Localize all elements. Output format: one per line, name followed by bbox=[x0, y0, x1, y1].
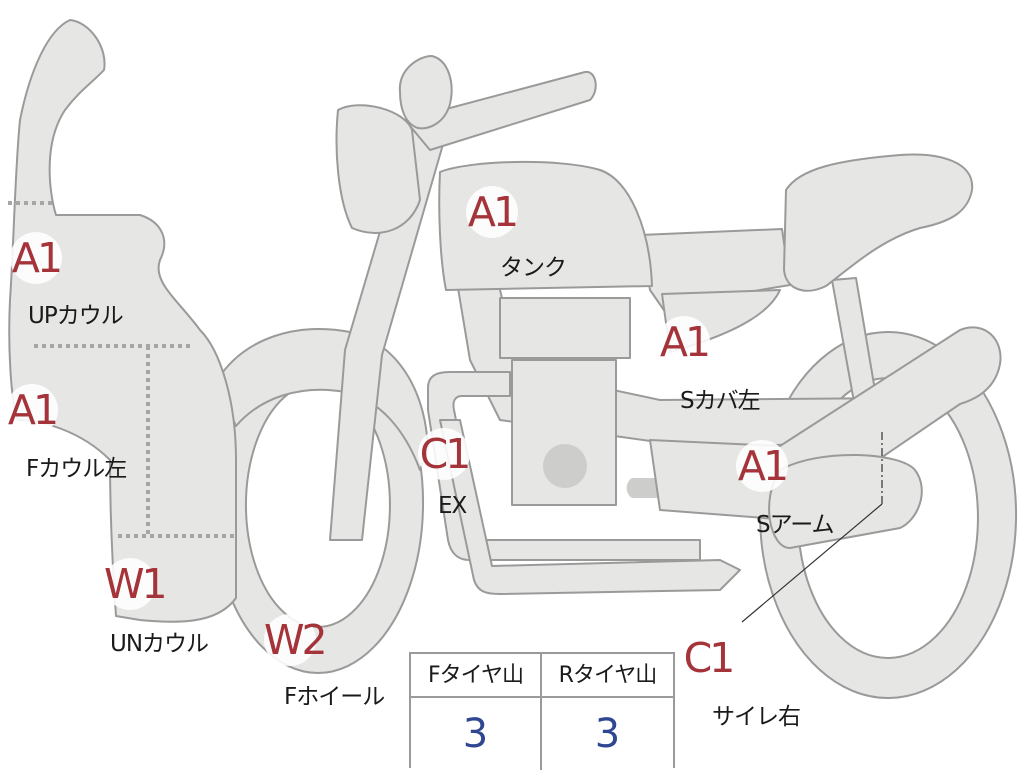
silencer bbox=[768, 453, 923, 549]
rear-tread-value: 3 bbox=[594, 711, 621, 757]
code-scover-left: A1 bbox=[658, 316, 711, 368]
label-silencer-right: サイレ右 bbox=[712, 704, 801, 730]
code-silencer-right: C1 bbox=[682, 632, 735, 684]
label-ex: EX bbox=[438, 493, 467, 519]
code-ex: C1 bbox=[418, 428, 471, 480]
seat bbox=[783, 153, 974, 292]
code-tank: A1 bbox=[466, 186, 519, 238]
label-uncowl: UNカウル bbox=[110, 631, 209, 657]
exhaust-pipe-lower bbox=[439, 419, 741, 595]
label-tank: タンク bbox=[500, 255, 567, 281]
silencer-leader bbox=[741, 503, 883, 623]
rear-tread-header: Rタイヤ山 bbox=[542, 654, 673, 698]
label-fcowl-left: Fカウル左 bbox=[26, 456, 127, 482]
handlebar bbox=[404, 70, 597, 151]
front-tread-header: Fタイヤ山 bbox=[411, 654, 542, 698]
mirror bbox=[398, 55, 453, 130]
label-fwheel: Fホイール bbox=[284, 684, 385, 710]
code-sarm: A1 bbox=[736, 440, 789, 492]
label-scover-left: Sカバ左 bbox=[680, 388, 761, 414]
tread-table: Fタイヤ山 Rタイヤ山 3 3 bbox=[409, 652, 675, 770]
code-fcowl-left: A1 bbox=[6, 384, 59, 436]
code-uncowl: W1 bbox=[104, 558, 168, 610]
front-tread-value: 3 bbox=[411, 698, 542, 770]
code-upcowl: A1 bbox=[10, 232, 63, 284]
code-fwheel: W2 bbox=[264, 614, 328, 666]
exhaust-pipe bbox=[427, 371, 701, 561]
label-upcowl: UPカウル bbox=[28, 303, 124, 329]
label-sarm: Sアーム bbox=[756, 512, 835, 538]
headlight bbox=[335, 104, 421, 234]
